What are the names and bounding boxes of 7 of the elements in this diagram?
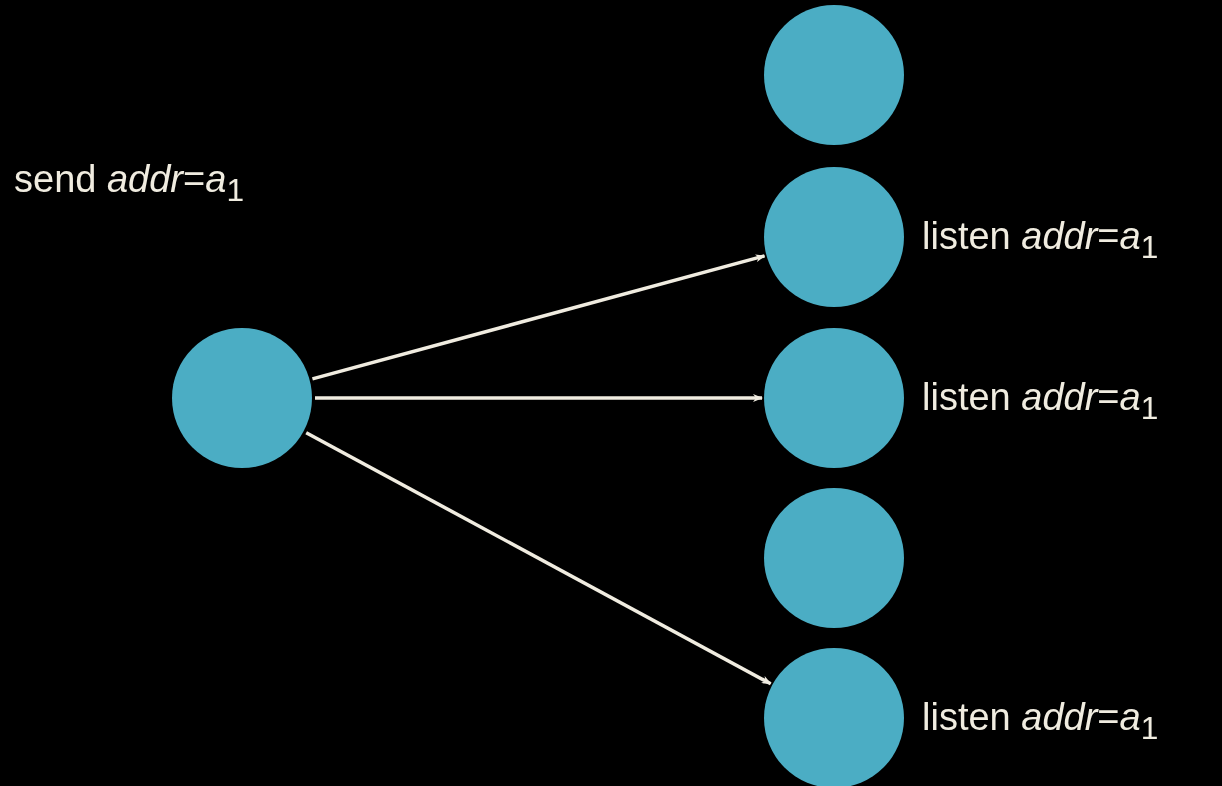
arrow — [315, 394, 763, 402]
arrow — [312, 254, 766, 381]
node-caption: listen addr=a$_{1}$ — [922, 378, 1159, 425]
node-caption: listen addr=a$_{1}$ — [922, 217, 1159, 264]
arrow — [305, 431, 772, 686]
node-caption: send addr=a$_{1}$ — [14, 160, 244, 207]
node-caption: listen addr=a$_{1}$ — [922, 698, 1159, 745]
